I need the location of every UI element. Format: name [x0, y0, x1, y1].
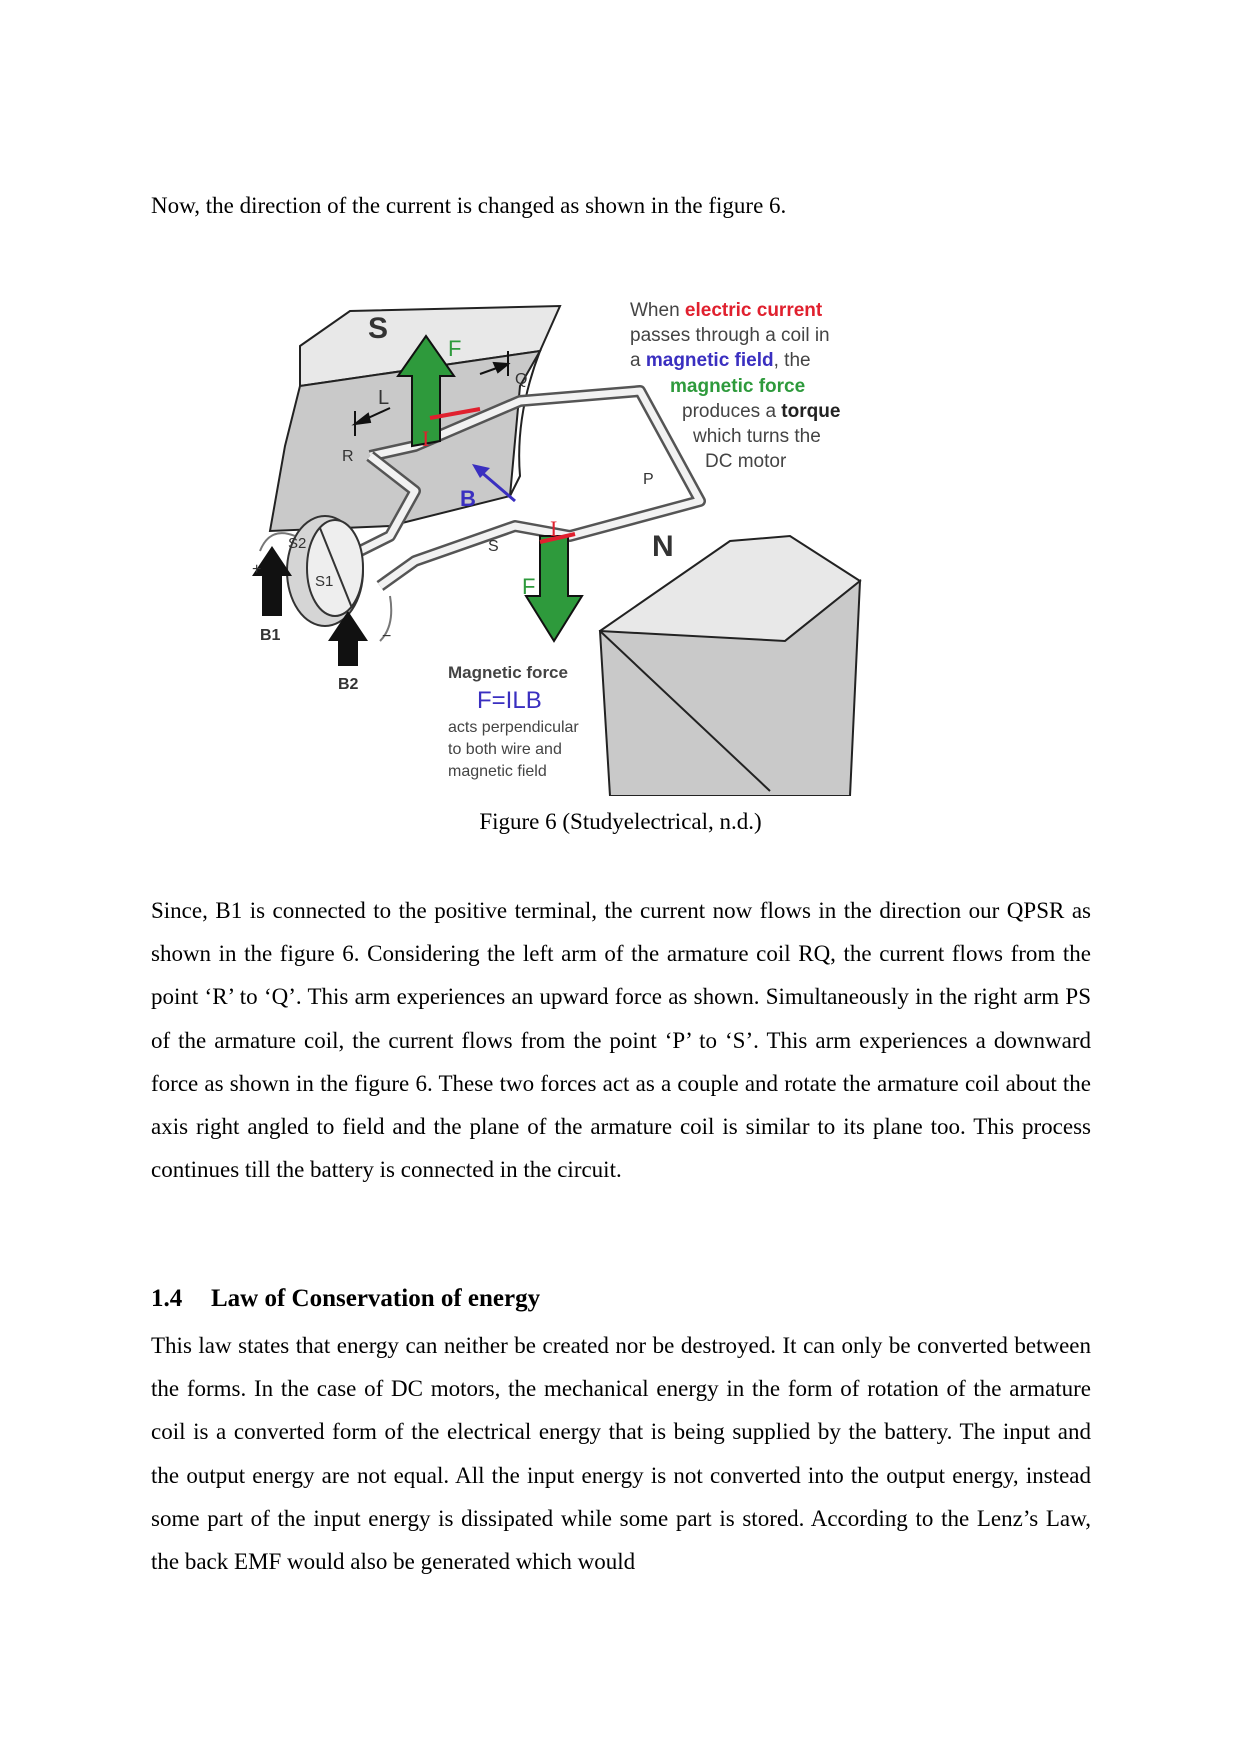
note-top: When electric current passes through a c…	[630, 300, 840, 472]
label-commutator-s2: S2	[288, 535, 306, 552]
figure-caption: Figure 6 (Studyelectrical, n.d.)	[479, 809, 762, 834]
brush-b2-arrow	[328, 611, 368, 666]
field-direction-arrow	[472, 464, 516, 503]
brush-b1-arrow	[252, 546, 292, 616]
paragraph-2: This law states that energy can neither …	[151, 1333, 1091, 1575]
label-force-bottom: F	[522, 574, 535, 599]
note-top-line7: DC motor	[705, 451, 787, 472]
note-bottom-line3: magnetic field	[448, 763, 547, 780]
note-top-line3: a magnetic field, the	[630, 350, 811, 371]
label-pole-s: S	[368, 312, 388, 345]
note-bottom-title: Magnetic force	[448, 663, 568, 682]
label-brush-b1: B1	[260, 627, 281, 644]
current-marker-bottom	[539, 532, 576, 544]
label-force-top: F	[448, 336, 461, 361]
dc-motor-diagram: S N F F L I I B Q R P S S2 S1 B1 B2 + − …	[252, 300, 862, 796]
label-pole-n: N	[652, 530, 674, 563]
label-point-p: P	[643, 471, 654, 488]
label-point-s: S	[488, 538, 499, 555]
section-title: Law of Conservation of energy	[211, 1285, 541, 1312]
note-bottom-line2: to both wire and	[448, 741, 562, 758]
paragraph-1: Since, B1 is connected to the positive t…	[151, 898, 1091, 1183]
label-plus: +	[252, 561, 261, 578]
note-bottom-line1: acts perpendicular	[448, 719, 579, 736]
label-field-b: B	[460, 486, 476, 511]
force-up-arrow	[396, 334, 456, 448]
note-top-line5: produces a torque	[682, 401, 840, 422]
label-current-top: I	[422, 426, 429, 451]
section-heading: 1.4 Law of Conservation of energy	[151, 1285, 540, 1313]
note-top-line1: When electric current	[630, 300, 823, 321]
note-top-line4: magnetic force	[670, 376, 805, 397]
note-bottom: Magnetic force F=ILB acts perpendicular …	[448, 663, 579, 780]
label-current-bottom: I	[550, 516, 557, 541]
label-minus: −	[382, 628, 391, 645]
label-commutator-s1: S1	[315, 573, 333, 590]
length-dimension	[351, 351, 511, 436]
intro-text: Now, the direction of the current is cha…	[151, 193, 787, 218]
section-number: 1.4	[151, 1285, 183, 1312]
note-bottom-formula: F=ILB	[477, 687, 542, 714]
label-point-q: Q	[515, 371, 527, 388]
note-top-line6: which turns the	[692, 426, 821, 447]
label-length: L	[378, 387, 389, 409]
force-down-arrow	[524, 535, 584, 643]
current-marker-top	[429, 407, 481, 420]
armature-coil	[347, 385, 706, 591]
note-top-line2: passes through a coil in	[630, 325, 830, 346]
north-pole-magnet	[598, 534, 862, 796]
label-brush-b2: B2	[338, 676, 359, 693]
label-point-r: R	[342, 448, 354, 465]
